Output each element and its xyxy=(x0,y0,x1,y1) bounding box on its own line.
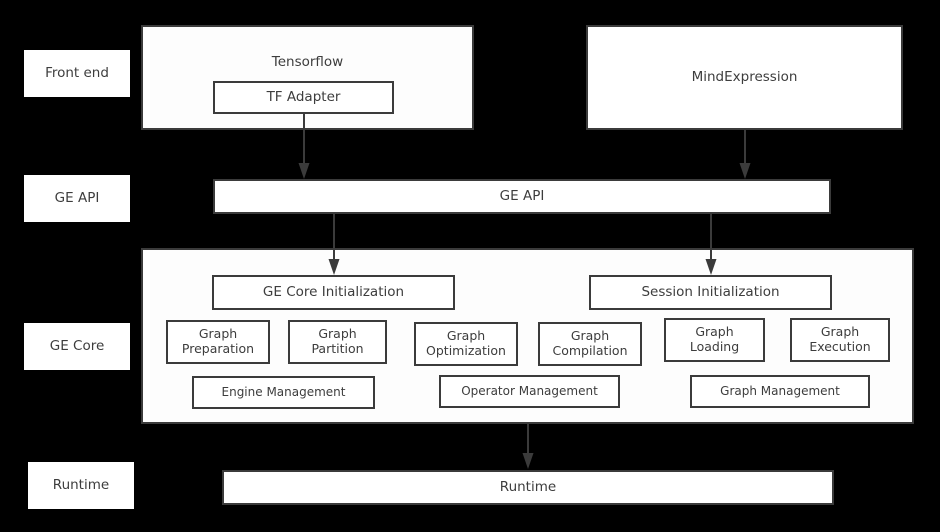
layer-label-ge-api-text: GE API xyxy=(54,189,100,206)
layer-label-ge-core: GE Core xyxy=(24,323,130,370)
graph-loading-label: Graph Loading xyxy=(689,324,740,354)
engine-management-box[interactable]: Engine Management xyxy=(192,376,375,409)
engine-management-label: Engine Management xyxy=(221,385,346,400)
session-initialization-box[interactable]: Session Initialization xyxy=(589,275,832,310)
graph-management-box[interactable]: Graph Management xyxy=(690,375,870,408)
ge-api-bar[interactable]: GE API xyxy=(213,179,831,214)
graph-partition-label: Graph Partition xyxy=(311,326,364,356)
graph-management-label: Graph Management xyxy=(720,384,840,399)
graph-compilation-label: Graph Compilation xyxy=(552,328,628,358)
graph-execution-box[interactable]: Graph Execution xyxy=(790,318,890,362)
graph-preparation-box[interactable]: Graph Preparation xyxy=(166,320,270,364)
arrow-ge-api-to-session-initialization xyxy=(704,213,718,277)
mindexpression-box[interactable]: MindExpression xyxy=(586,25,903,130)
arrow-tf-adapter-to-ge-api xyxy=(297,113,311,181)
layer-label-ge-api: GE API xyxy=(24,175,130,222)
operator-management-label: Operator Management xyxy=(461,384,598,399)
tensorflow-title: Tensorflow xyxy=(271,54,344,70)
session-initialization-label: Session Initialization xyxy=(641,283,780,300)
graph-compilation-box[interactable]: Graph Compilation xyxy=(538,322,642,366)
runtime-bar-label: Runtime xyxy=(499,478,557,495)
arrow-ge-api-to-ge-core-initialization xyxy=(327,213,341,277)
layer-label-runtime-text: Runtime xyxy=(52,476,110,493)
ge-core-initialization-box[interactable]: GE Core Initialization xyxy=(212,275,455,310)
tf-adapter-box[interactable]: TF Adapter xyxy=(213,81,394,114)
tf-adapter-label: TF Adapter xyxy=(266,88,341,105)
ge-api-bar-label: GE API xyxy=(499,187,545,204)
graph-optimization-box[interactable]: Graph Optimization xyxy=(414,322,518,366)
operator-management-box[interactable]: Operator Management xyxy=(439,375,620,408)
graph-execution-label: Graph Execution xyxy=(809,324,871,354)
graph-partition-box[interactable]: Graph Partition xyxy=(288,320,387,364)
layer-label-runtime: Runtime xyxy=(28,462,134,509)
layer-label-front-end-text: Front end xyxy=(45,64,109,81)
arrow-ge-core-to-runtime xyxy=(521,423,535,471)
graph-preparation-label: Graph Preparation xyxy=(181,326,255,356)
graph-loading-box[interactable]: Graph Loading xyxy=(664,318,765,362)
graph-optimization-label: Graph Optimization xyxy=(426,328,506,358)
layer-label-ge-core-text: GE Core xyxy=(49,337,105,354)
arrow-mindexpression-to-ge-api xyxy=(738,129,752,181)
layer-label-front-end: Front end xyxy=(24,50,130,97)
runtime-bar[interactable]: Runtime xyxy=(222,470,834,505)
mindexpression-label: MindExpression xyxy=(691,68,798,85)
ge-core-initialization-label: GE Core Initialization xyxy=(262,283,405,300)
